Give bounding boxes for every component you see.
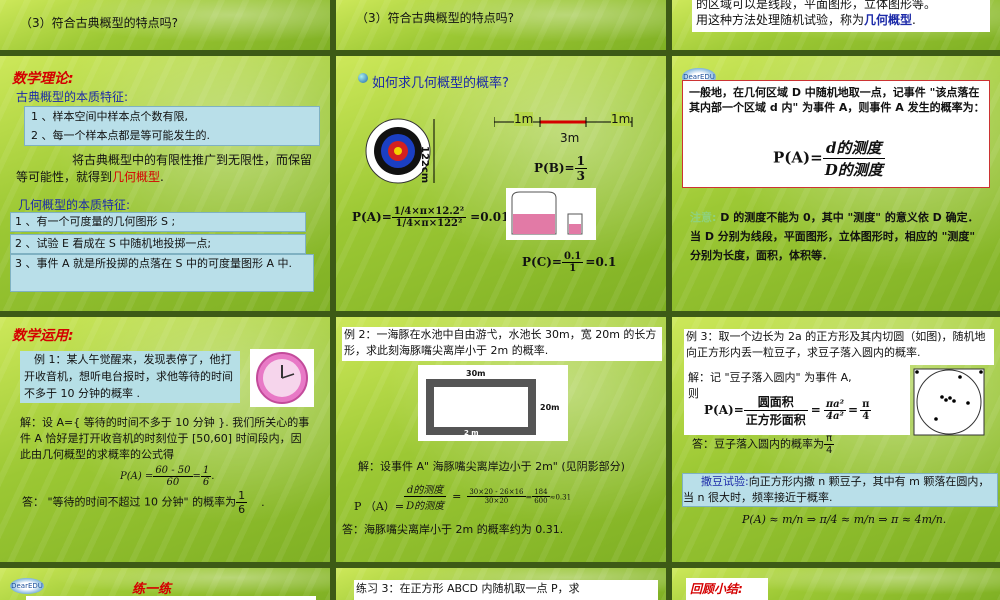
summary-heading-box: 回顾小结:: [686, 578, 768, 600]
geometric-probability-term: 几何概型: [864, 13, 913, 27]
segment-right-label: 1m: [611, 112, 631, 126]
slide-heading: 数学理论:: [12, 71, 74, 87]
bean-experiment-text: 向正方形内撒 n 颗豆子，其中有 m 颗落在圆内，当 n 很大时，频率接近于概率…: [683, 475, 990, 504]
practice-box: [26, 596, 316, 600]
classic-features-title: 古典概型的本质特征:: [16, 90, 129, 104]
inscribed-circle: [916, 369, 982, 435]
pool-margin-label: 2 m: [464, 429, 479, 437]
segment-left-label: 1m: [514, 112, 534, 126]
square-circle-figure: [913, 368, 985, 436]
example-1-box: 例 1：某人午觉醒来，发现表停了，他打开收音机，想听电台报时，求他等待的时间不多…: [20, 351, 240, 403]
bean-dot: [948, 396, 952, 400]
geometric-probability-term: 几何概型: [112, 170, 161, 184]
definition-box: 的区域可以是线段，平面图形，立体图形等。 用这种方法处理随机试验，称为几何概型.: [692, 0, 990, 32]
answer-text: 答：海豚嘴尖离岸小于 2m 的概率约为 0.31.: [342, 523, 564, 536]
clock-icon: [250, 349, 314, 407]
slide-top-right[interactable]: 的区域可以是线段，平面图形，立体图形等。 用这种方法处理随机试验，称为几何概型.: [672, 0, 1000, 50]
pool-figure: [418, 365, 568, 441]
bean-dot: [940, 395, 944, 399]
target-dimension-label: 122cm: [419, 146, 430, 184]
bean-dot: [944, 398, 948, 402]
slide-dolphin-example[interactable]: 例 2：一海豚在水池中自由游弋，水池长 30m，宽 20m 的长方形，求此刻海豚…: [336, 317, 666, 562]
question-3-text: （3）符合古典概型的特点吗?: [356, 11, 515, 25]
large-jar: [511, 191, 557, 235]
slide-general-formula[interactable]: DearEDU 一般地，在几何区域 D 中随机地取一点，记事件 "该点落在其内部…: [672, 56, 1000, 311]
slide-exercise-3[interactable]: 练习 3：在正方形 ABCD 内随机取一点 P，求: [336, 568, 666, 600]
target-center: [394, 147, 402, 155]
clock-minute-hand: [281, 373, 295, 379]
definition-line-1: 的区域可以是线段，平面图形，立体图形等。: [696, 0, 937, 11]
slide-math-application[interactable]: 数学运用: 例 1：某人午觉醒来，发现表停了，他打开收音机，想听电台报时，求他等…: [0, 317, 330, 562]
classic-feature-2: 2 、每一个样本点都是等可能发生的.: [31, 129, 210, 142]
solution-text: 解：设 A={ 等待的时间不多于 10 分钟 }. 我们所关心的事件 A 恰好是…: [20, 416, 310, 461]
slide-heading: 如何求几何概型的概率?: [372, 76, 509, 91]
solution-text: 解：记 "豆子落入圆内" 为事件 A,: [688, 371, 852, 384]
slide-heading: 数学运用:: [12, 328, 74, 344]
slide-top-middle[interactable]: （3）符合古典概型的特点吗?: [336, 0, 666, 50]
bean-dot: [915, 370, 919, 374]
pool-inner-region: [434, 387, 528, 427]
bullet-icon: [358, 73, 368, 83]
bean-dot: [958, 375, 962, 379]
small-cup-water: [569, 224, 581, 234]
slide-practice[interactable]: DearEDU 练一练: [0, 568, 330, 600]
example-2-box: 例 2：一海豚在水池中自由游弋，水池长 30m，宽 20m 的长方形，求此刻海豚…: [342, 327, 662, 361]
example-1-text: 例 1：某人午觉醒来，发现表停了，他打开收音机，想听电台报时，求他等待的时间不多…: [24, 353, 233, 400]
pool-width-label: 20m: [540, 403, 560, 412]
archery-target-figure: [365, 118, 435, 184]
solution-text: 解：设事件 A" 海豚嘴尖离岸边小于 2m" (见阴影部分): [358, 460, 625, 473]
generalization-paragraph: 将古典概型中的有限性推广到无限性，而保留等可能性，就得到几何概型.: [16, 153, 313, 184]
water-jar-figure: [506, 188, 596, 240]
general-definition-text: 一般地，在几何区域 D 中随机地取一点，记事件 "该点落在其内部一个区域 d 内…: [689, 86, 985, 114]
solution-then: 则: [688, 387, 699, 400]
example-3-box: 例 3：取一个边长为 2a 的正方形及其内切圆（如图)，随机地向正方形内丢一粒豆…: [684, 329, 994, 365]
slide-square-example[interactable]: 例 3：取一个边长为 2a 的正方形及其内切圆（如图)，随机地向正方形内丢一粒豆…: [672, 317, 1000, 562]
geometric-feature-3: 3 、事件 A 就是所投掷的点落在 S 中的可度量图形 A 中.: [10, 254, 314, 292]
classic-feature-1: 1 、样本空间中样本点个数有限,: [31, 110, 188, 123]
bean-dot: [979, 370, 983, 374]
pi-approximation: P(A) ≈ m/n ⇒ π/4 ≈ m/n ⇒ π ≈ 4m/n.: [742, 513, 947, 526]
bean-dot: [934, 417, 938, 421]
slide-math-theory[interactable]: 数学理论: 古典概型的本质特征: 1 、样本空间中样本点个数有限, 2 、每一个…: [0, 56, 330, 311]
note-text: D 的测度不能为 0，其中 "测度" 的意义依 D 确定．当 D 分别为线段，平…: [690, 211, 979, 262]
classic-features-box: 1 、样本空间中样本点个数有限, 2 、每一个样本点都是等可能发生的.: [24, 106, 320, 146]
bean-dot: [966, 401, 970, 405]
large-jar-water: [513, 214, 555, 234]
geometric-features-title: 几何概型的本质特征:: [18, 198, 131, 212]
note-label: 注意:: [690, 211, 717, 224]
bean-experiment-label: 撒豆试验:: [701, 475, 749, 488]
dearedu-logo: DearEDU: [10, 578, 44, 594]
bean-dot: [952, 399, 956, 403]
geometric-feature-2: 2 、试验 E 看成在 S 中随机地投掷一点;: [10, 234, 306, 254]
exercise-3-text: 练习 3：在正方形 ABCD 内随机取一点 P，求: [354, 580, 658, 600]
general-definition-box: 一般地，在几何区域 D 中随机地取一点，记事件 "该点落在其内部一个区域 d 内…: [682, 80, 990, 188]
pool-length-label: 30m: [466, 369, 486, 378]
bean-experiment-box: 撒豆试验:向正方形内撒 n 颗豆子，其中有 m 颗落在圆内，当 n 很大时，频率…: [682, 473, 998, 507]
note-paragraph: 注意: D 的测度不能为 0，其中 "测度" 的意义依 D 确定．当 D 分别为…: [690, 208, 980, 265]
slide-heading: 回顾小结:: [690, 582, 743, 596]
slide-top-left[interactable]: （3）符合古典概型的特点吗?: [0, 0, 330, 50]
geometric-feature-1: 1 、有一个可度量的几何图形 S ;: [10, 212, 306, 232]
definition-line-2: 用这种方法处理随机试验，称为几何概型.: [696, 13, 916, 27]
segment-total-label: 3m: [560, 131, 580, 145]
question-3-text: （3）符合古典概型的特点吗?: [20, 16, 179, 30]
slide-summary[interactable]: 回顾小结:: [672, 568, 1000, 600]
slide-heading: 练一练: [132, 582, 172, 597]
